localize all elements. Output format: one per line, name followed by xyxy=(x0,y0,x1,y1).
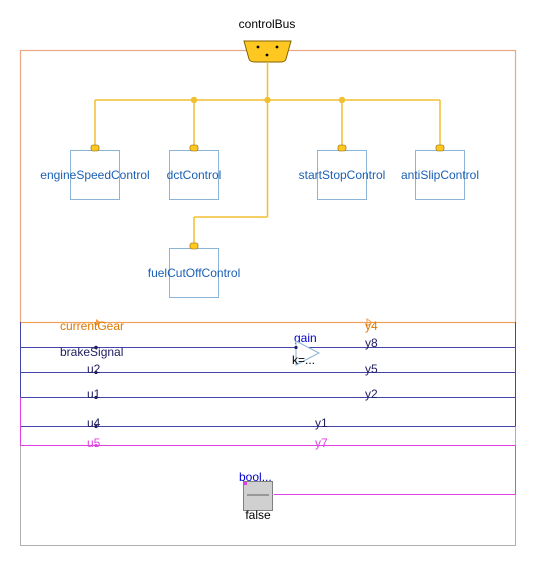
bus-port-icon xyxy=(189,144,199,152)
bus-connector-icon[interactable] xyxy=(243,40,292,63)
signal-label-u1: u1 xyxy=(87,387,101,401)
signal-label-y2: y2 xyxy=(365,387,378,401)
block-label: fuelCutOffControl xyxy=(148,266,241,280)
block-dct-control[interactable]: dctControl xyxy=(167,144,222,200)
signal-label-y4: y4 xyxy=(365,319,378,333)
block-label: antiSlipControl xyxy=(401,168,479,182)
output-port-icon xyxy=(244,482,247,485)
block-label: dctControl xyxy=(167,168,222,182)
block-label: engineSpeedControl xyxy=(40,168,149,182)
signal-label-u5: u5 xyxy=(87,436,101,450)
gain-name: gain xyxy=(294,331,317,345)
bus-port-icon xyxy=(337,144,347,152)
signal-label-y5: y5 xyxy=(365,362,378,376)
bus-wires xyxy=(94,62,441,244)
gain-param: k=... xyxy=(292,353,315,367)
block-start-stop-control[interactable]: startStopControl xyxy=(299,144,386,200)
bus-port-icon xyxy=(189,242,199,250)
block-fuel-cut-off-control[interactable]: fuelCutOffControl xyxy=(148,242,241,298)
signal-label-y7: y7 xyxy=(315,436,328,450)
boolean-constant-block[interactable]: bool... false xyxy=(239,470,273,522)
gain-block[interactable]: gain k=... xyxy=(292,331,321,367)
signal-wires xyxy=(20,322,516,495)
block-anti-slip-control[interactable]: antiSlipControl xyxy=(401,144,479,200)
signal-label-y8: y8 xyxy=(365,336,378,350)
bus-port-icon xyxy=(435,144,445,152)
block-engine-speed-control[interactable]: engineSpeedControl xyxy=(40,144,150,200)
bool-const-value: false xyxy=(245,508,271,522)
signal-markers xyxy=(94,318,373,448)
signal-label-u2: u2 xyxy=(87,362,101,376)
bus-label: controlBus xyxy=(239,17,296,31)
signal-label-brake-signal: brakeSignal xyxy=(60,345,123,359)
gain-triangle-icon xyxy=(295,340,321,366)
signal-label-u4: u4 xyxy=(87,416,101,430)
signal-label-current-gear: currentGear xyxy=(60,319,124,333)
block-label: startStopControl xyxy=(299,168,386,182)
signal-label-y1: y1 xyxy=(315,416,328,430)
bool-const-name: bool... xyxy=(239,470,272,484)
bus-port-icon xyxy=(90,144,100,152)
bus-junction-dots xyxy=(190,96,346,104)
